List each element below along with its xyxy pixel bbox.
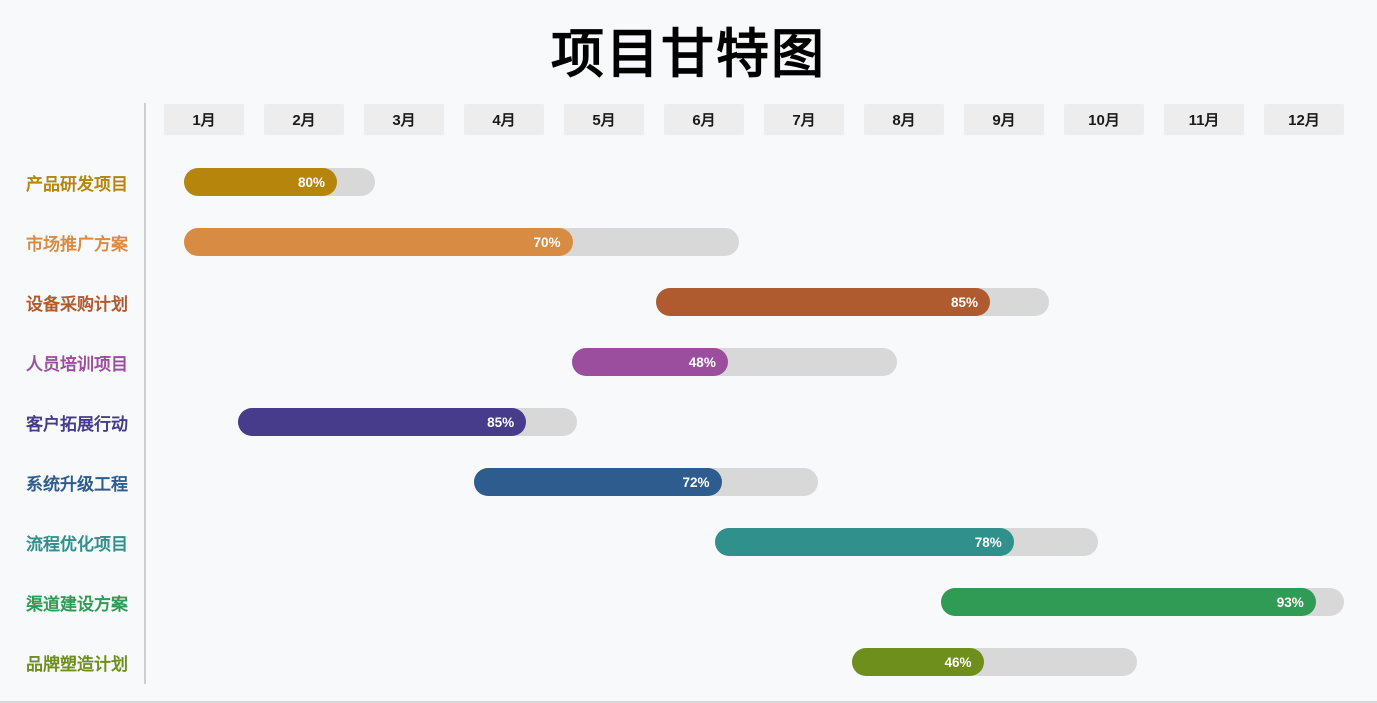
task-row: 流程优化项目 78%: [0, 512, 1377, 572]
month-header-11: 11月: [1164, 104, 1244, 135]
task-label: 人员培训项目: [26, 354, 128, 374]
task-progress-percent: 80%: [298, 174, 326, 190]
task-label: 品牌塑造计划: [26, 654, 128, 674]
task-progress-percent: 85%: [950, 294, 978, 310]
task-track: 78%: [714, 528, 1099, 556]
task-row: 客户拓展行动 85%: [0, 392, 1377, 452]
task-progress-bar: 72%: [473, 468, 722, 496]
task-label: 设备采购计划: [26, 294, 128, 314]
task-progress-percent: 72%: [682, 474, 710, 490]
month-header-9: 9月: [964, 104, 1044, 135]
task-track: 80%: [183, 168, 376, 196]
month-header-8: 8月: [864, 104, 944, 135]
month-header-7: 7月: [764, 104, 844, 135]
task-progress-percent: 70%: [533, 234, 561, 250]
task-track: 48%: [572, 348, 897, 376]
task-label: 系统升级工程: [26, 474, 128, 494]
task-track: 85%: [655, 288, 1049, 316]
task-track: 85%: [237, 408, 577, 436]
task-progress-percent: 85%: [487, 414, 515, 430]
task-progress-bar: 85%: [655, 288, 990, 316]
month-header-1: 1月: [164, 104, 244, 135]
task-track: 70%: [183, 228, 740, 256]
gantt-rows: 产品研发项目 80% 市场推广方案 70% 设备采购计划 85% 人员培训项目 48% 客户拓展…: [0, 152, 1377, 692]
task-row: 人员培训项目 48%: [0, 332, 1377, 392]
month-header-3: 3月: [364, 104, 444, 135]
chart-title: 项目甘特图: [551, 25, 826, 84]
task-progress-bar: 78%: [714, 528, 1014, 556]
task-track: 93%: [940, 588, 1344, 616]
task-label: 流程优化项目: [26, 534, 128, 554]
task-row: 渠道建设方案 93%: [0, 572, 1377, 632]
task-track: 72%: [473, 468, 818, 496]
task-progress-bar: 85%: [237, 408, 527, 436]
task-row: 市场推广方案 70%: [0, 212, 1377, 272]
month-header-5: 5月: [564, 104, 644, 135]
y-axis-line: [144, 103, 146, 684]
task-label: 产品研发项目: [26, 174, 128, 194]
task-progress-percent: 78%: [974, 534, 1002, 550]
task-row: 系统升级工程 72%: [0, 452, 1377, 512]
month-header-10: 10月: [1064, 104, 1144, 135]
month-header-12: 12月: [1264, 104, 1344, 135]
task-track: 46%: [852, 648, 1138, 676]
task-progress-bar: 48%: [572, 348, 728, 376]
task-row: 产品研发项目 80%: [0, 152, 1377, 212]
month-header-6: 6月: [664, 104, 744, 135]
task-label: 渠道建设方案: [26, 594, 128, 614]
task-progress-bar: 70%: [183, 228, 573, 256]
task-progress-bar: 93%: [940, 588, 1316, 616]
task-progress-percent: 46%: [944, 654, 972, 670]
task-progress-bar: 46%: [852, 648, 984, 676]
task-progress-percent: 48%: [688, 354, 716, 370]
month-header-2: 2月: [264, 104, 344, 135]
task-label: 市场推广方案: [26, 234, 128, 254]
month-header-row: 1月 2月 3月 4月 5月 6月 7月 8月 9月 10月 11月 12月: [164, 104, 1344, 135]
task-progress-bar: 80%: [183, 168, 338, 196]
month-header-4: 4月: [464, 104, 544, 135]
task-row: 品牌塑造计划 46%: [0, 632, 1377, 692]
task-label: 客户拓展行动: [26, 414, 128, 434]
task-row: 设备采购计划 85%: [0, 272, 1377, 332]
task-progress-percent: 93%: [1276, 594, 1304, 610]
